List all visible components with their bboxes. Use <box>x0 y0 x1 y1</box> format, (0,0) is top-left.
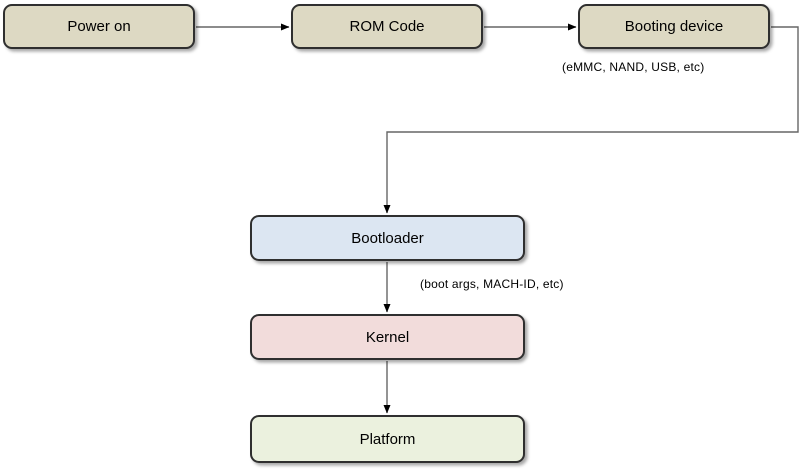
node-bootloader-label: Bootloader <box>351 229 424 247</box>
node-power-on-label: Power on <box>67 18 131 35</box>
node-platform: Platform <box>250 415 525 463</box>
node-kernel: Kernel <box>250 314 525 360</box>
node-power-on: Power on <box>3 4 195 49</box>
node-bootloader: Bootloader <box>250 215 525 261</box>
node-booting-device-label: Booting device <box>624 18 724 35</box>
node-platform-label: Platform <box>359 430 416 448</box>
node-booting-device: Booting device <box>578 4 770 49</box>
node-kernel-label: Kernel <box>365 328 410 346</box>
edge-booting-device-to-bootloader <box>383 26 799 214</box>
node-rom-code: ROM Code <box>291 4 483 49</box>
node-rom-code-label: ROM Code <box>349 18 425 35</box>
booting-device-note: (eMMC, NAND, USB, etc) <box>562 60 705 74</box>
bootloader-note: (boot args, MACH-ID, etc) <box>420 277 564 291</box>
